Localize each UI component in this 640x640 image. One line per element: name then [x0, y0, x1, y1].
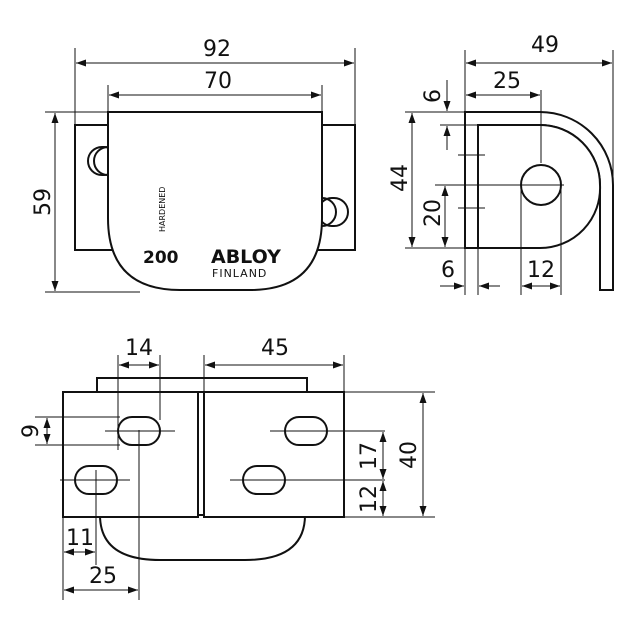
plan-top-strip: [96, 377, 308, 393]
plan-view: 14 45 9 40 17 12 11 25: [19, 336, 435, 600]
dim-6-top: 6: [421, 89, 446, 103]
dim-12-plan: 12: [357, 485, 382, 513]
front-view: HARDENED 200 ABLOY FINLAND 92 70 59: [31, 37, 356, 293]
dim-12-side: 12: [527, 258, 555, 283]
side-view: 49 25 6 44 20 6 12: [388, 33, 614, 295]
plan-plate-right: [203, 391, 345, 518]
dim-92: 92: [203, 37, 231, 62]
dim-17: 17: [357, 442, 382, 470]
plan-cover: [98, 514, 307, 561]
dim-25-plan: 25: [89, 564, 117, 589]
dim-20: 20: [421, 199, 446, 227]
cover-body: [107, 111, 323, 291]
brand-country: FINLAND: [212, 267, 267, 280]
hardened-stamp: HARDENED: [158, 187, 167, 232]
dim-14: 14: [125, 336, 153, 361]
model-number: 200: [143, 248, 179, 268]
dim-70: 70: [204, 69, 232, 94]
dim-6-bottom: 6: [441, 258, 455, 283]
dim-9: 9: [19, 424, 44, 438]
dim-49: 49: [531, 33, 559, 58]
dim-45: 45: [261, 336, 289, 361]
dim-59: 59: [31, 188, 56, 216]
dim-44: 44: [388, 164, 413, 192]
brand-logo: ABLOY: [211, 246, 281, 268]
dim-40: 40: [397, 441, 422, 469]
dim-25-side: 25: [493, 69, 521, 94]
dim-11: 11: [66, 526, 94, 551]
plan-plate-left: [62, 391, 199, 518]
